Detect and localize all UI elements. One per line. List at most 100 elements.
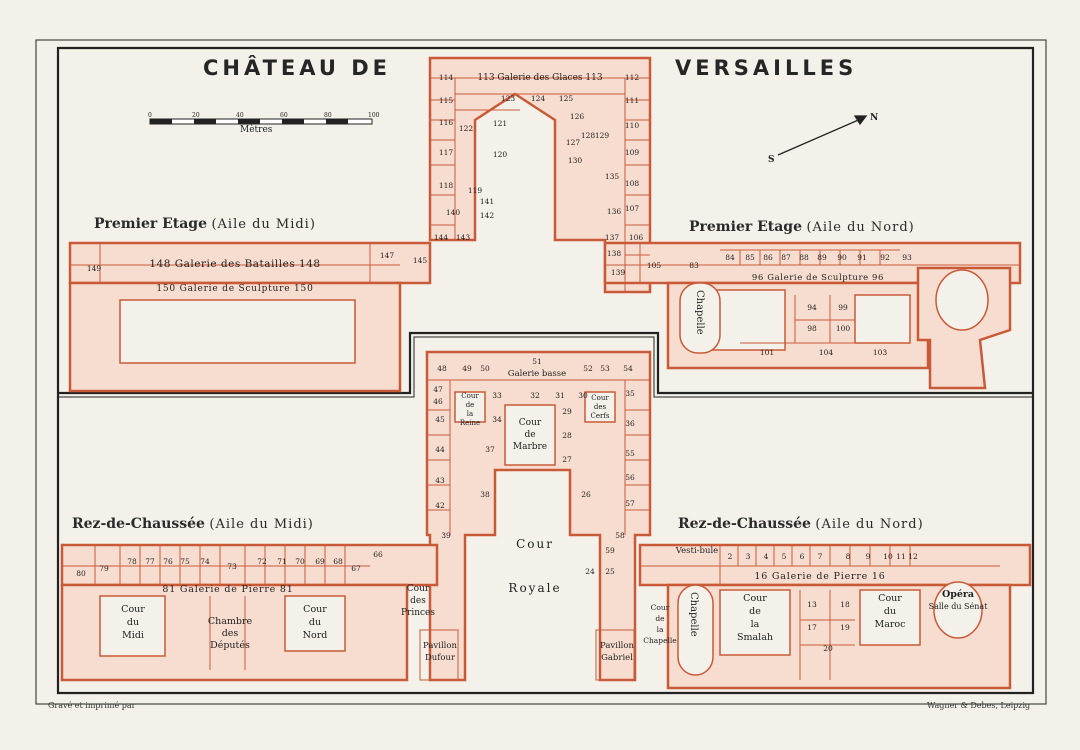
section-name: Premier Etage [689, 219, 803, 235]
room-number-48: 48 [437, 364, 447, 373]
room-number-46: 46 [433, 397, 443, 406]
room-number-122: 122 [459, 124, 474, 133]
label-pavillon-gabriel-line: Gabriel [601, 653, 633, 663]
section-premier-etage-midi: Premier Etage (Aile du Midi) [94, 216, 316, 232]
label-cour-smalah-line: Cour [743, 593, 767, 604]
room-number-75: 75 [180, 557, 190, 566]
room-number-98: 98 [807, 324, 817, 333]
room-number-114: 114 [439, 73, 454, 82]
room-number-86: 86 [763, 253, 773, 262]
label-galerie-batailles: 148 Galerie des Batailles 148 [149, 258, 320, 270]
room-number-111: 111 [625, 96, 639, 105]
section-wing: (Aile du Midi) [209, 517, 314, 532]
room-number-55: 55 [625, 449, 635, 458]
room-number-37: 37 [485, 445, 495, 454]
room-number-33: 33 [492, 391, 502, 400]
room-number-107: 107 [625, 204, 640, 213]
room-number-102: 102 [0, 0, 7, 2]
room-number-71: 71 [277, 557, 287, 566]
room-number-72: 72 [257, 557, 267, 566]
label-cour-princes-line: Cour [407, 584, 430, 594]
label-cour-midi-line: du [127, 617, 139, 628]
room-number-47: 47 [433, 385, 443, 394]
room-number-49: 49 [462, 364, 472, 373]
room-number-4: 4 [764, 552, 769, 561]
room-number-10: 10 [883, 552, 893, 561]
label-cour-nord-line: Nord [303, 630, 328, 641]
room-number-23: 23 [0, 0, 5, 2]
map-title-right: VERSAILLES [675, 56, 858, 80]
label-salle-senat: Salle du Sénat [929, 602, 989, 611]
room-number-7: 7 [818, 552, 823, 561]
room-number-128: 128 [581, 131, 596, 140]
ground-room-walls [62, 379, 1000, 681]
room-number-139: 139 [611, 268, 626, 277]
room-number-106: 106 [629, 233, 644, 242]
scale-tick-100: 100 [368, 112, 380, 119]
label-galerie-sculpture-nord: 96 Galerie de Sculpture 96 [752, 273, 884, 283]
room-number-126: 126 [570, 112, 585, 121]
label-cour-princes-line: Princes [401, 608, 435, 618]
scale-unit: Mètres [240, 124, 273, 135]
room-number-144: 144 [434, 233, 449, 242]
label-cour-reine-line: Cour [461, 392, 479, 400]
room-number-3: 3 [746, 552, 751, 561]
label-cour-chapelle-line: Chapelle [643, 636, 677, 645]
map-frame [35, 39, 1047, 705]
room-number-85: 85 [745, 253, 755, 262]
room-number-118: 118 [439, 181, 454, 190]
room-number-74: 74 [200, 557, 210, 566]
label-cour-royale-2: Royale [508, 581, 561, 595]
section-name: Rez-de-Chaussée [678, 516, 811, 532]
section-name: Premier Etage [94, 216, 208, 232]
label-chambre-deputes-line: Chambre [208, 616, 253, 627]
room-number-77: 77 [145, 557, 155, 566]
room-number-6: 6 [800, 552, 805, 561]
room-number-24: 24 [585, 567, 595, 576]
label-cour-marbre-line: Marbre [513, 442, 547, 452]
room-number-80: 80 [76, 569, 86, 578]
label-galerie-pierre-nord: 16 Galerie de Pierre 16 [754, 571, 885, 582]
room-number-125: 125 [559, 94, 574, 103]
room-number-57: 57 [625, 499, 635, 508]
room-number-50: 50 [480, 364, 490, 373]
room-number-120: 120 [493, 150, 508, 159]
label-cour-smalah-line: la [751, 619, 760, 630]
label-galerie-pierre-midi: 81 Galerie de Pierre 81 [162, 584, 293, 595]
label-cour-chapelle-line: Cour [651, 603, 670, 612]
section-premier-etage-nord: Premier Etage (Aile du Nord) [689, 219, 915, 235]
room-number-147: 147 [380, 251, 395, 260]
label-cour-marbre-line: Cour [519, 418, 542, 428]
room-number-109: 109 [625, 148, 640, 157]
label-cour-midi-line: Midi [122, 630, 144, 641]
room-number-101: 101 [760, 348, 774, 357]
room-number-138: 138 [607, 249, 622, 258]
room-number-140: 140 [446, 208, 461, 217]
map-title-left: CHÂTEAU DE [203, 56, 392, 80]
label-pavillon-gabriel-line: Pavillon [600, 641, 634, 651]
room-number-93: 93 [902, 253, 912, 262]
room-number-110: 110 [625, 121, 640, 130]
room-number-58: 58 [615, 531, 625, 540]
room-number-70: 70 [295, 557, 305, 566]
label-opera: Opéra [942, 589, 974, 600]
room-number-105: 105 [647, 261, 662, 270]
label-chambre-deputes-line: des [222, 628, 239, 639]
label-cour-reine-line: la [467, 410, 473, 418]
room-number-149: 149 [87, 264, 102, 273]
label-cour-midi-line: Cour [121, 604, 145, 615]
room-number-123: 123 [501, 94, 516, 103]
room-number-2: 2 [728, 552, 733, 561]
room-number-136: 136 [607, 207, 622, 216]
room-number-54: 54 [623, 364, 633, 373]
room-number-25: 25 [605, 567, 615, 576]
scale-bar [149, 118, 373, 125]
compass-arrow [777, 115, 868, 156]
section-rez-de-chaussee-nord: Rez-de-Chaussée (Aile du Nord) [678, 516, 924, 532]
room-number-84: 84 [725, 253, 735, 262]
room-number-83: 83 [689, 261, 699, 270]
room-number-68: 68 [333, 557, 343, 566]
room-number-29: 29 [562, 407, 572, 416]
room-number-66: 66 [373, 550, 383, 559]
